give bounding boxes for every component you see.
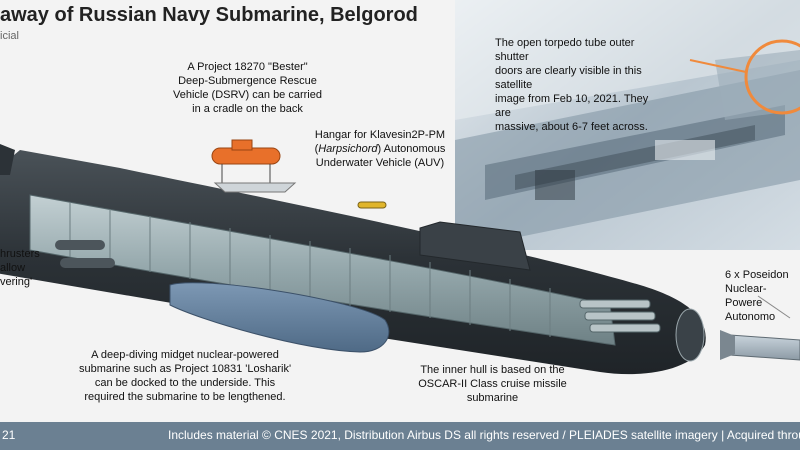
hangar-caption-line: (Harpsichord) Autonomous xyxy=(305,142,455,156)
inner-pressure-hull xyxy=(29,194,616,346)
satellite-caption-line: The open torpedo tube outer shutter xyxy=(495,37,635,63)
footer-year: 21 xyxy=(2,428,16,442)
satellite-caption-line: image from Feb 10, 2021. They are xyxy=(495,93,649,119)
page-subtitle: icial xyxy=(0,30,19,42)
hangar-caption-text: ( xyxy=(314,143,319,155)
highlight-circle xyxy=(744,39,800,115)
satellite-caption-line: massive, about 6-7 feet across. xyxy=(495,121,648,133)
torpedo-tubes xyxy=(579,299,661,333)
midget-sub-caption-line: submarine such as Project 10831 'Loshari… xyxy=(78,363,292,375)
midget-sub-caption-line: can be docked to the underside. This xyxy=(94,377,276,389)
poseidon-caption-line: Autonomo xyxy=(725,311,776,323)
midget-sub-caption: A deep-diving midget nuclear-powered sub… xyxy=(60,348,310,404)
thrusters-caption: hrusters allow vering' xyxy=(0,247,55,289)
footer-bar xyxy=(0,422,800,450)
thrusters-caption-line: hrusters xyxy=(0,248,40,260)
highlight-leader-line xyxy=(689,59,747,73)
hangar-caption-italic: Harpsichord xyxy=(318,143,378,155)
poseidon-caption-line: 6 x Poseidon xyxy=(725,269,789,281)
dsrv-caption-line: in a cradle on the back xyxy=(192,103,303,115)
dsrv-caption-line: Vehicle (DSRV) can be carried xyxy=(173,89,322,101)
poseidon-leader-line xyxy=(757,295,791,319)
midget-submarine xyxy=(169,282,390,353)
inner-hull-caption-line: submarine xyxy=(466,392,519,404)
dsrv-caption-line: A Project 18270 "Bester" xyxy=(187,61,308,73)
page-title: away of Russian Navy Submarine, Belgorod xyxy=(0,4,418,26)
footer-credits: Includes material © CNES 2021, Distribut… xyxy=(168,428,800,442)
hangar-caption-text: ) Autonomous xyxy=(377,143,446,155)
satellite-caption-line: doors are clearly visible in this satell… xyxy=(495,65,642,91)
satellite-image xyxy=(455,0,800,250)
inner-hull-caption: The inner hull is based on the OSCAR-II … xyxy=(405,363,580,405)
hangar-caption-line: Underwater Vehicle (AUV) xyxy=(315,157,445,169)
auv-vehicle xyxy=(357,201,387,209)
stern-thrusters xyxy=(55,240,115,268)
dsrv-caption: A Project 18270 "Bester" Deep-Submergenc… xyxy=(165,60,330,116)
midget-sub-caption-line: A deep-diving midget nuclear-powered xyxy=(91,349,279,361)
thrusters-caption-line: vering' xyxy=(0,276,33,288)
tail-fin xyxy=(0,144,15,175)
thrusters-caption-line: allow xyxy=(0,262,26,274)
hull-frames xyxy=(69,202,551,337)
inner-hull-caption-line: OSCAR-II Class cruise missile xyxy=(418,378,567,390)
hangar-caption: Hangar for Klavesin2P-PM (Harpsichord) A… xyxy=(305,128,455,170)
inner-hull-caption-line: The inner hull is based on the xyxy=(420,364,565,376)
poseidon-caption-line: Nuclear-Powere xyxy=(725,283,767,309)
poseidon-torpedo xyxy=(720,330,800,361)
dsrv-caption-line: Deep-Submergence Rescue xyxy=(178,75,317,87)
bow-dome xyxy=(675,308,705,362)
midget-sub-caption-line: required the submarine to be lengthened. xyxy=(84,391,286,403)
poseidon-caption: 6 x Poseidon Nuclear-Powere Autonomo xyxy=(725,268,800,324)
rescue-vehicle-dsrv xyxy=(211,139,297,193)
conning-tower-sail xyxy=(419,221,531,271)
satellite-caption: The open torpedo tube outer shutter door… xyxy=(495,36,665,134)
hangar-caption-line: Hangar for Klavesin2P-PM xyxy=(314,129,446,141)
